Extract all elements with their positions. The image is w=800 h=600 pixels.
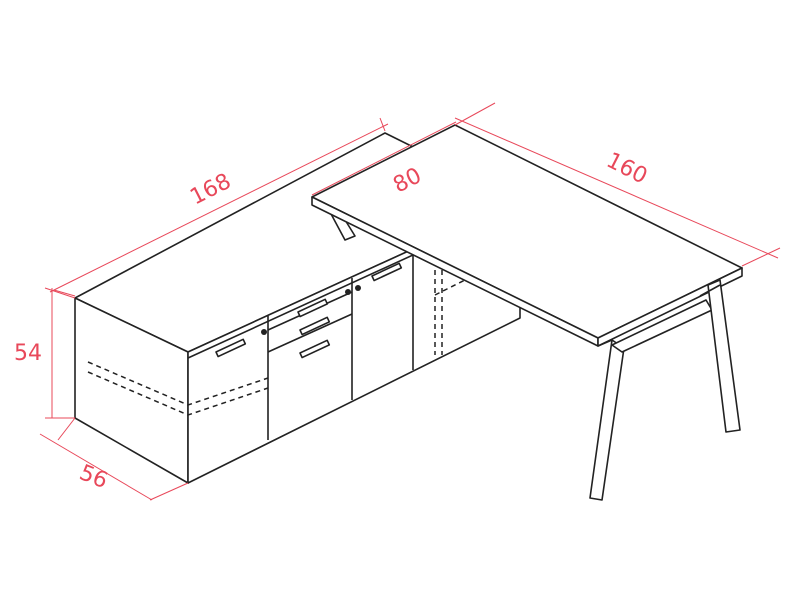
dimension-label-56: 56 [76,460,111,494]
desk [311,124,743,501]
desk-legs [589,279,741,501]
desk-back-leg [329,211,356,241]
desk-edge-side [597,267,743,347]
dimension-label-54: 54 [14,341,42,366]
drawer-handles [215,262,403,359]
cable-channel-dashed [87,361,269,406]
dimension-label-160: 160 [602,148,651,189]
dimension-lines [39,102,781,501]
